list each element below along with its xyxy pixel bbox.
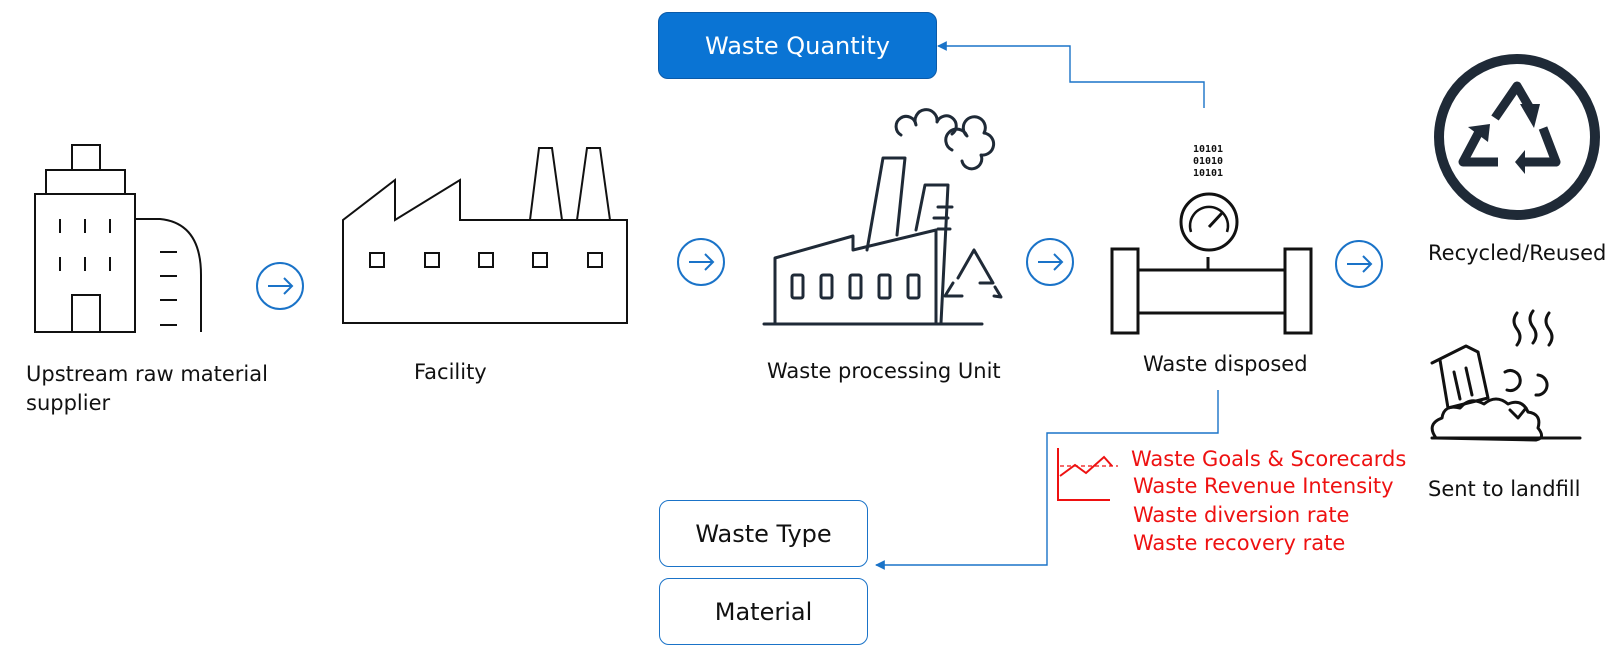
connector-to-waste-type	[875, 390, 1219, 570]
metric-waste-recovery-rate: Waste recovery rate	[1133, 531, 1346, 555]
landfill-trash-icon	[1430, 309, 1582, 442]
metric-waste-diversion-rate: Waste diversion rate	[1133, 503, 1350, 527]
pipe-meter-icon	[1110, 192, 1313, 335]
flow-arrow-icon	[1335, 240, 1383, 288]
binary-line: 10101	[1193, 168, 1223, 179]
node-label-waste-disposed: Waste disposed	[1143, 352, 1308, 376]
waste-quantity-box[interactable]: Waste Quantity	[658, 12, 937, 79]
node-label-recycled-reused: Recycled/Reused	[1428, 241, 1607, 265]
material-box[interactable]: Material	[659, 578, 868, 645]
binary-data-icon: 10101 01010 10101	[1193, 144, 1223, 179]
office-building-icon	[34, 144, 202, 333]
factory-icon	[342, 147, 628, 324]
node-label-upstream-supplier: Upstream raw material supplier	[26, 362, 268, 415]
node-label-facility: Facility	[414, 360, 487, 384]
node-label-waste-processing-unit: Waste processing Unit	[767, 359, 1001, 383]
kpi-chart-icon	[1057, 448, 1118, 501]
waste-processing-plant-icon	[762, 108, 1003, 326]
recycle-icon	[1434, 54, 1600, 220]
flow-arrow-icon	[1026, 238, 1074, 286]
waste-type-box[interactable]: Waste Type	[659, 500, 868, 567]
flow-arrow-icon	[256, 262, 304, 310]
connector-to-waste-quantity	[937, 41, 1205, 108]
metric-waste-revenue-intensity: Waste Revenue Intensity	[1133, 474, 1394, 498]
binary-line: 01010	[1193, 156, 1223, 167]
node-label-sent-to-landfill: Sent to landfill	[1428, 477, 1581, 501]
metric-waste-goals-scorecards: Waste Goals & Scorecards	[1131, 447, 1407, 471]
binary-line: 10101	[1193, 144, 1223, 155]
flow-arrow-icon	[677, 238, 725, 286]
